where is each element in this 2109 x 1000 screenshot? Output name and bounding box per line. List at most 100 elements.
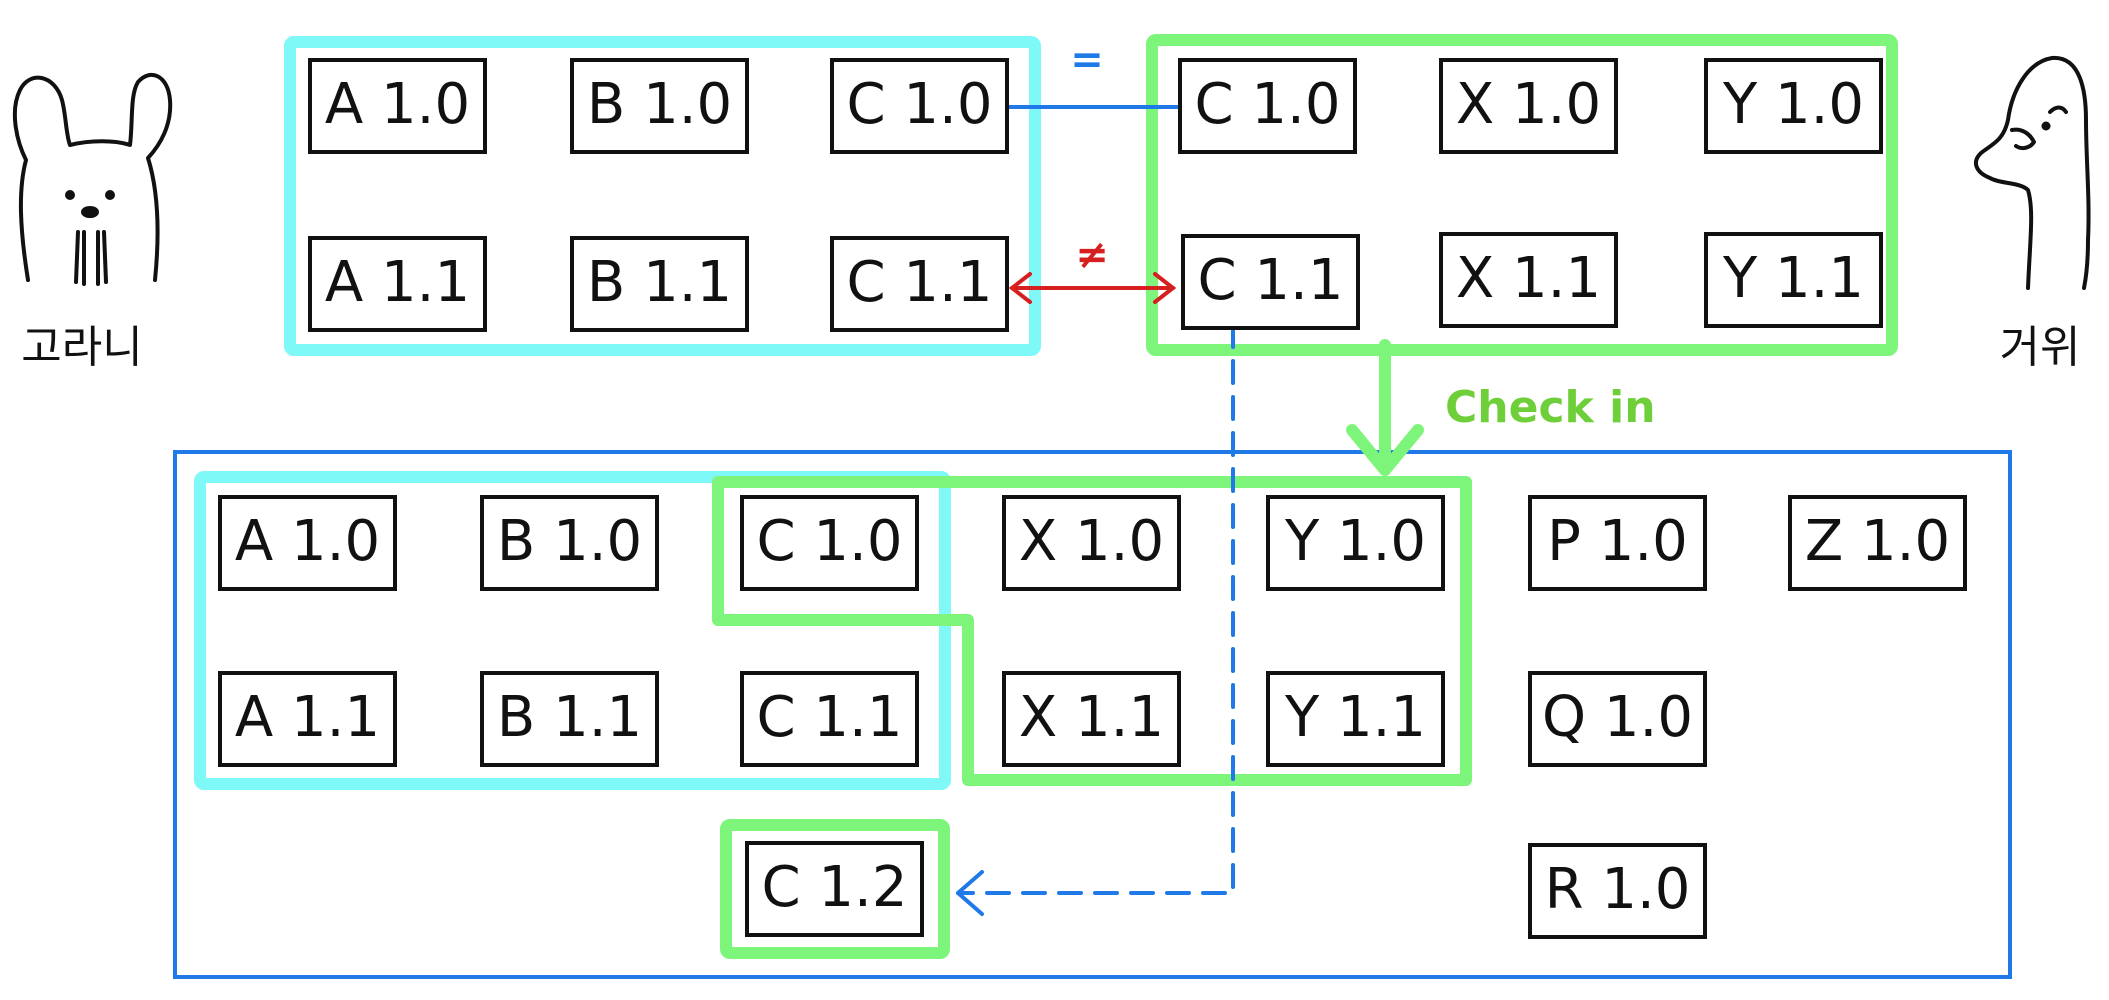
version-nodes: A 1.0 B 1.0 C 1.0 A 1.1 B 1.1 C 1.1 C 1.0 X 1.0…	[218, 58, 1967, 939]
version-node-repo-c11: C 1.1	[740, 671, 919, 767]
version-node-repo-z10: Z 1.0	[1788, 495, 1967, 591]
right-working-set-group	[1146, 34, 1898, 356]
version-node-box	[830, 58, 1009, 154]
version-node-box	[218, 495, 397, 591]
version-node-box	[745, 841, 924, 937]
version-node-box	[1704, 232, 1883, 328]
water-deer-icon	[12, 72, 173, 286]
version-node-label: X 1.1	[1456, 246, 1601, 311]
version-node-repo-b11: B 1.1	[480, 671, 659, 767]
version-node-box	[1528, 843, 1707, 939]
version-node-right-top-c11: C 1.1	[1181, 234, 1360, 330]
version-node-label: C 1.0	[757, 509, 903, 574]
not-equal-arrow	[1008, 272, 1177, 304]
version-node-box	[1002, 671, 1181, 767]
version-node-repo-b10: B 1.0	[480, 495, 659, 591]
version-node-label: C 1.1	[1198, 248, 1344, 313]
version-node-label: Y 1.0	[1722, 72, 1864, 137]
version-node-repo-a11: A 1.1	[218, 671, 397, 767]
version-node-repo-p10: P 1.0	[1528, 495, 1707, 591]
version-node-repo-q10: Q 1.0	[1528, 671, 1707, 767]
version-node-repo-a10: A 1.0	[218, 495, 397, 591]
version-node-right-top-y10: Y 1.0	[1704, 58, 1883, 154]
left-person-label: 고라니	[21, 322, 142, 373]
right-person-label: 거위	[2000, 322, 2081, 373]
version-node-label: C 1.1	[757, 685, 903, 750]
version-node-label: X 1.1	[1019, 685, 1164, 750]
version-node-label: A 1.0	[325, 72, 470, 137]
version-node-box	[1528, 671, 1707, 767]
repo-left-version-group	[194, 471, 951, 790]
version-node-label: X 1.0	[1019, 509, 1164, 574]
version-node-label: B 1.1	[587, 250, 732, 315]
version-node-repo-c10: C 1.0	[740, 495, 919, 591]
version-node-box	[1439, 58, 1618, 154]
version-node-label: Y 1.1	[1722, 246, 1864, 311]
version-node-label: P 1.0	[1547, 509, 1688, 574]
version-node-box	[480, 495, 659, 591]
version-node-label: B 1.1	[497, 685, 642, 750]
version-node-box	[1528, 495, 1707, 591]
version-node-repo-y10: Y 1.0	[1266, 495, 1445, 591]
version-node-left-top-c10: C 1.0	[830, 58, 1009, 154]
left-working-set-group	[284, 36, 1041, 356]
version-node-repo-c12: C 1.2	[745, 841, 924, 937]
version-node-repo-x10: X 1.0	[1002, 495, 1181, 591]
version-node-label: A 1.1	[325, 250, 470, 315]
version-node-box	[1704, 58, 1883, 154]
version-node-repo-y11: Y 1.1	[1266, 671, 1445, 767]
version-node-label: Q 1.0	[1542, 685, 1693, 750]
version-node-box	[218, 671, 397, 767]
version-node-box	[830, 236, 1009, 332]
repository-box	[173, 450, 2012, 979]
version-node-label: B 1.0	[587, 72, 732, 137]
version-node-right-top-y11: Y 1.1	[1704, 232, 1883, 328]
version-node-box	[308, 236, 487, 332]
version-node-box	[740, 495, 919, 591]
version-node-box	[570, 236, 749, 332]
version-node-box	[570, 58, 749, 154]
version-node-label: C 1.2	[762, 855, 908, 920]
version-node-repo-x11: X 1.1	[1002, 671, 1181, 767]
version-node-box	[740, 671, 919, 767]
version-node-box	[1266, 671, 1445, 767]
version-node-right-top-x11: X 1.1	[1439, 232, 1618, 328]
version-node-box	[1181, 234, 1360, 330]
version-node-label: Y 1.1	[1284, 685, 1426, 750]
version-node-left-top-a10: A 1.0	[308, 58, 487, 154]
version-node-label: C 1.0	[1195, 72, 1341, 137]
branch-dashed-arrow	[956, 323, 1235, 916]
version-node-left-top-a11: A 1.1	[308, 236, 487, 332]
check-in-label: Check in	[1445, 382, 1656, 433]
version-node-left-top-b10: B 1.0	[570, 58, 749, 154]
check-in-arrow	[1346, 339, 1424, 476]
version-node-box	[1439, 232, 1618, 328]
version-node-box	[1178, 58, 1357, 154]
equal-symbol: =	[1070, 37, 1104, 83]
version-node-label: Z 1.0	[1805, 509, 1950, 574]
version-node-label: A 1.0	[235, 509, 380, 574]
version-node-right-top-x10: X 1.0	[1439, 58, 1618, 154]
version-node-left-top-c11: C 1.1	[830, 236, 1009, 332]
repo-new-version-group	[720, 819, 950, 959]
version-node-label: R 1.0	[1545, 857, 1691, 922]
version-node-label: A 1.1	[235, 685, 380, 750]
version-node-label: Y 1.0	[1284, 509, 1426, 574]
goose-icon	[1974, 55, 2091, 290]
version-node-label: X 1.0	[1456, 72, 1601, 137]
version-node-box	[1788, 495, 1967, 591]
version-node-label: C 1.1	[847, 250, 993, 315]
version-node-repo-r10: R 1.0	[1528, 843, 1707, 939]
version-node-box	[1266, 495, 1445, 591]
version-node-left-top-b11: B 1.1	[570, 236, 749, 332]
repo-right-version-group	[712, 476, 1472, 786]
version-node-right-top-c10: C 1.0	[1178, 58, 1357, 154]
version-node-label: C 1.0	[847, 72, 993, 137]
version-node-box	[308, 58, 487, 154]
version-node-label: B 1.0	[497, 509, 642, 574]
version-node-box	[480, 671, 659, 767]
not-equal-symbol: ≠	[1075, 232, 1109, 278]
version-node-box	[1002, 495, 1181, 591]
